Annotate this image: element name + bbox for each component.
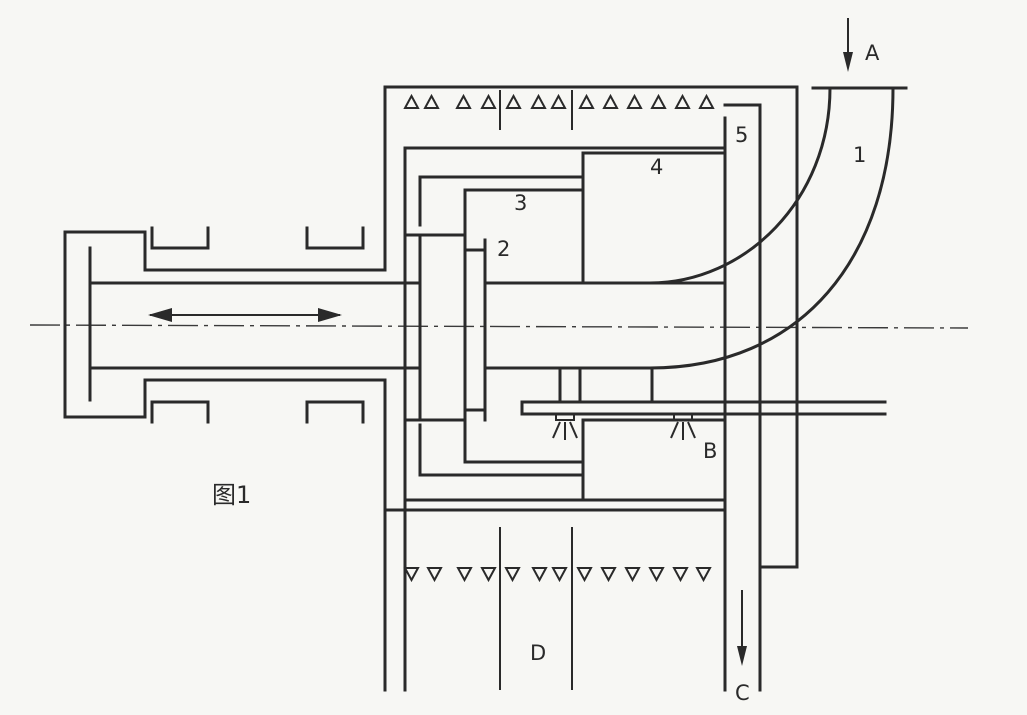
label-2: 2 xyxy=(497,237,510,261)
arrow-head-right xyxy=(318,308,342,322)
outlet-arrow-c-head xyxy=(737,646,747,666)
rail-nozzle-right-icon xyxy=(670,413,696,440)
label-3: 3 xyxy=(514,191,527,215)
label-b: B xyxy=(703,439,717,463)
label-1: 1 xyxy=(853,143,866,167)
inlet-arrow-a-head xyxy=(843,52,853,72)
inner-frame xyxy=(403,146,727,502)
duct-5-right-wall xyxy=(723,103,762,692)
shaft-upper-housing xyxy=(143,245,387,272)
pipe-1-inner-curve xyxy=(483,86,895,370)
bearing-support-top-left xyxy=(150,226,210,250)
center-line xyxy=(29,324,969,329)
label-c: C xyxy=(735,681,750,705)
lower-spray-nozzles xyxy=(403,567,712,583)
label-5: 5 xyxy=(735,123,748,147)
figure-caption: 图1 xyxy=(212,481,251,509)
bearing-support-bottom-right xyxy=(305,400,365,424)
outer-chamber-wall xyxy=(383,85,799,569)
flange xyxy=(403,233,467,422)
part-3-upper-outer xyxy=(418,175,585,227)
label-a: A xyxy=(865,41,880,65)
upper-spray-nozzles xyxy=(403,93,715,109)
part-3-lower-inner xyxy=(463,408,585,464)
shaft-lower-housing xyxy=(143,378,387,422)
bearing-support-top-right xyxy=(305,226,365,250)
bearing-support-bottom-left xyxy=(150,400,210,424)
label-4: 4 xyxy=(650,155,663,179)
label-d: D xyxy=(530,641,546,665)
rail-nozzle-left-icon xyxy=(552,413,578,440)
pipe-1-outer-curve xyxy=(483,86,832,285)
part-3-lower-outer xyxy=(418,423,585,477)
left-end-cap xyxy=(63,230,147,419)
block-4-lower xyxy=(581,418,727,502)
part-2-plate xyxy=(463,248,487,412)
part-3-upper-inner xyxy=(463,188,585,237)
arrow-head-left xyxy=(148,308,172,322)
